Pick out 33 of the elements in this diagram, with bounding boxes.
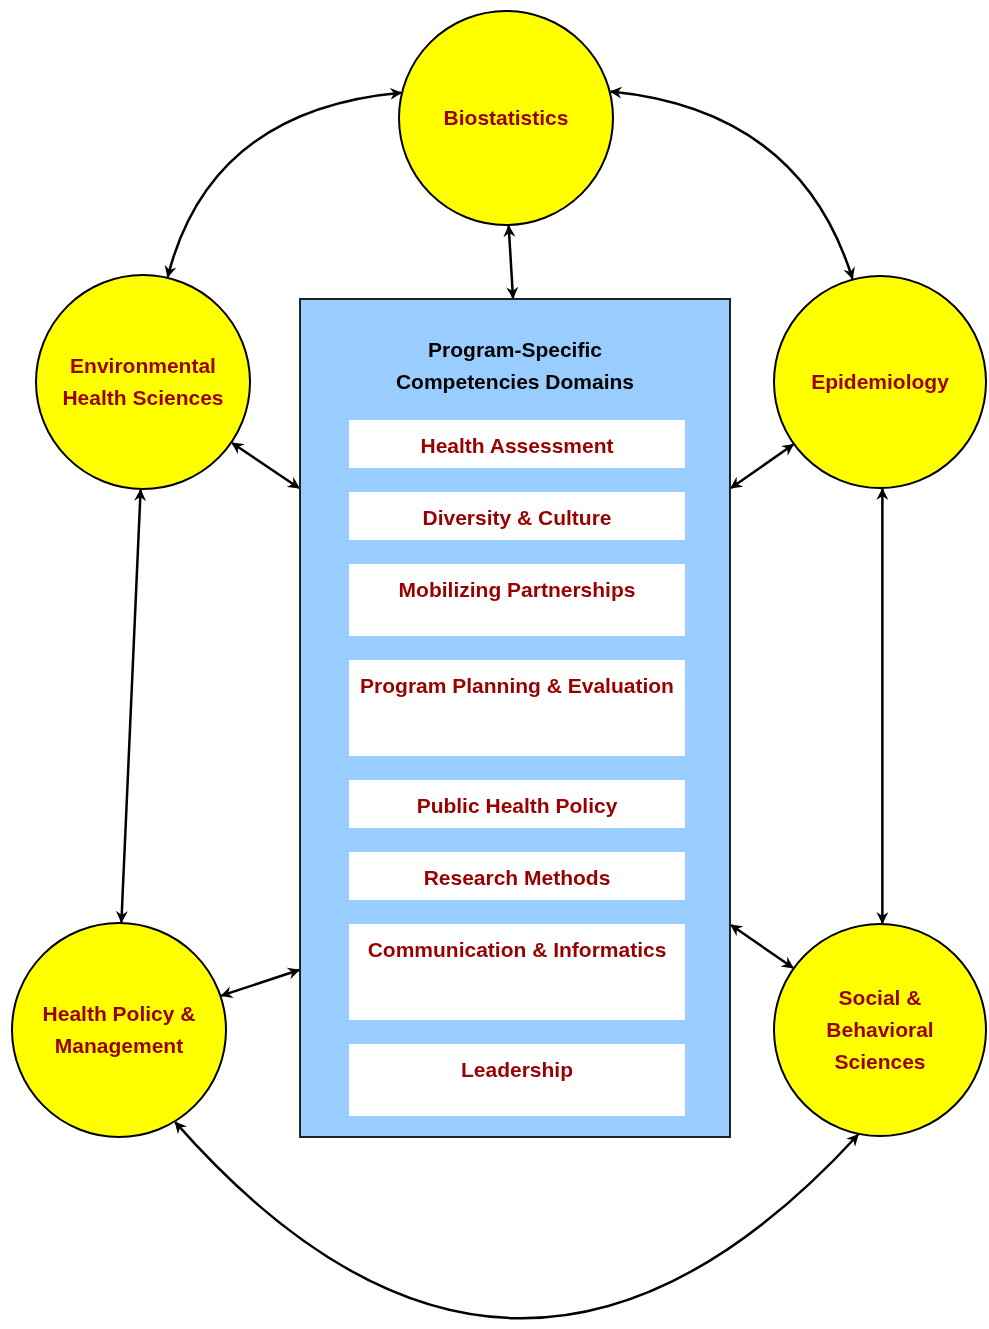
domains-panel xyxy=(299,298,731,1138)
double-arrow xyxy=(115,488,147,924)
double-arrow xyxy=(220,967,300,998)
competency-box xyxy=(349,492,685,540)
competency-label: Program Planning & Evaluation xyxy=(360,674,674,697)
double-arrow xyxy=(730,443,795,490)
double-arrow xyxy=(730,923,794,969)
competency-box xyxy=(349,564,685,636)
competency-box xyxy=(349,1044,685,1116)
competency-label: Public Health Policy xyxy=(416,794,618,817)
discipline-label: Health Policy & Management xyxy=(41,1001,197,1059)
double-arrow xyxy=(174,1121,859,1320)
competency-box xyxy=(349,924,685,1020)
competency-box xyxy=(349,780,685,828)
discipline-label: Social & Behavioral Sciences xyxy=(825,985,935,1075)
double-arrow xyxy=(876,487,889,925)
discipline-label: Biostatistics xyxy=(442,105,570,131)
competency-label: Diversity & Culture xyxy=(422,506,612,529)
competency-label: Communication & Informatics xyxy=(367,938,667,961)
competency-label: Research Methods xyxy=(423,866,611,889)
competency-box xyxy=(349,420,685,468)
panel-title: Program-Specific Competencies Domains xyxy=(394,337,636,395)
discipline-label: Epidemiology xyxy=(810,369,950,395)
competency-label: Health Assessment xyxy=(420,434,614,457)
competency-label: Leadership xyxy=(460,1058,573,1081)
double-arrow xyxy=(609,87,855,280)
double-arrow xyxy=(231,441,300,490)
competency-box xyxy=(349,852,685,900)
competency-box xyxy=(349,660,685,756)
competency-label: Mobilizing Partnerships xyxy=(398,578,636,601)
discipline-label: Environmental Health Sciences xyxy=(61,353,225,411)
double-arrow xyxy=(165,88,402,278)
double-arrow xyxy=(503,224,519,299)
